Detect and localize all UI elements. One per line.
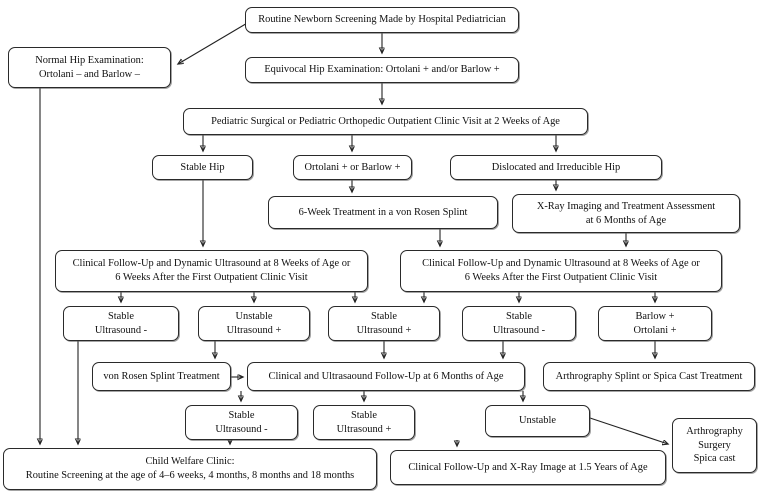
flow-node-label: Equivocal Hip Examination: Ortolani + an… xyxy=(264,64,500,76)
flow-node-n13[interactable]: Unstable Ultrasound + xyxy=(198,306,310,341)
flow-node-n20[interactable]: Stable Ultrasound - xyxy=(185,405,298,440)
flow-node-label: Clinical Follow-Up and Dynamic Ultrasoun… xyxy=(72,258,351,283)
flow-node-label: Stable Ultrasound - xyxy=(215,409,268,435)
flow-node-label: Barlow + Ortolani + xyxy=(633,310,677,336)
flow-node-label: Unstable xyxy=(519,415,556,427)
flow-node-n22[interactable]: Unstable xyxy=(485,405,590,437)
flow-node-label: X-Ray Imaging and Treatment Assessment a… xyxy=(536,200,716,226)
flow-node-label: Routine Newborn Screening Made by Hospit… xyxy=(258,14,506,26)
flow-node-n1[interactable]: Routine Newborn Screening Made by Hospit… xyxy=(245,7,519,33)
flow-node-n19[interactable]: Arthrography Splint or Spica Cast Treatm… xyxy=(543,362,755,391)
flow-node-label: Dislocated and Irreducible Hip xyxy=(491,161,621,173)
flow-node-n18[interactable]: Clinical and Ultrasaound Follow-Up at 6 … xyxy=(247,362,525,391)
flow-node-n23[interactable]: Arthrography Surgery Spica cast xyxy=(672,418,757,473)
flow-node-n17[interactable]: von Rosen Splint Treatment xyxy=(92,362,231,391)
flow-node-n12[interactable]: Stable Ultrasound - xyxy=(63,306,179,341)
flow-node-label: Stable Ultrasound - xyxy=(492,310,546,336)
flow-node-n24[interactable]: Child Welfare Clinic: Routine Screening … xyxy=(3,448,377,490)
flow-node-label: Stable Hip xyxy=(180,161,225,173)
flow-node-n5[interactable]: Stable Hip xyxy=(152,155,253,180)
flow-node-n3[interactable]: Equivocal Hip Examination: Ortolani + an… xyxy=(245,57,519,83)
edge-n22-n23 xyxy=(589,417,668,444)
flow-node-n10[interactable]: Clinical Follow-Up and Dynamic Ultrasoun… xyxy=(55,250,368,292)
flow-node-label: Clinical Follow-Up and X-Ray Image at 1.… xyxy=(408,461,648,473)
flow-node-label: Ortolani + or Barlow + xyxy=(304,161,401,173)
flow-node-label: Stable Ultrasound + xyxy=(356,310,412,336)
flow-node-n11[interactable]: Clinical Follow-Up and Dynamic Ultrasoun… xyxy=(400,250,722,292)
flow-node-n21[interactable]: Stable Ultrasound + xyxy=(313,405,415,440)
flow-node-label: 6-Week Treatment in a von Rosen Splint xyxy=(298,206,468,218)
flow-node-n8[interactable]: 6-Week Treatment in a von Rosen Splint xyxy=(268,196,498,229)
edge-n1-n2 xyxy=(178,21,250,64)
flow-node-label: Arthrography Splint or Spica Cast Treatm… xyxy=(555,370,743,382)
flow-node-label: Unstable Ultrasound + xyxy=(226,310,282,336)
flow-node-n4[interactable]: Pediatric Surgical or Pediatric Orthoped… xyxy=(183,108,588,135)
flow-node-label: Normal Hip Examination: Ortolani – and B… xyxy=(35,54,144,80)
flow-node-label: Pediatric Surgical or Pediatric Orthoped… xyxy=(211,115,560,127)
flow-node-n15[interactable]: Stable Ultrasound - xyxy=(462,306,576,341)
flow-node-label: von Rosen Splint Treatment xyxy=(103,370,220,382)
flow-node-label: Clinical Follow-Up and Dynamic Ultrasoun… xyxy=(422,258,700,283)
flow-node-n9[interactable]: X-Ray Imaging and Treatment Assessment a… xyxy=(512,194,740,233)
flow-node-n25[interactable]: Clinical Follow-Up and X-Ray Image at 1.… xyxy=(390,450,666,485)
flow-node-n7[interactable]: Dislocated and Irreducible Hip xyxy=(450,155,662,180)
flow-node-n14[interactable]: Stable Ultrasound + xyxy=(328,306,440,341)
flow-node-label: Stable Ultrasound - xyxy=(94,310,148,336)
flow-node-n6[interactable]: Ortolani + or Barlow + xyxy=(293,155,412,180)
flow-node-n16[interactable]: Barlow + Ortolani + xyxy=(598,306,712,341)
flow-node-label: Child Welfare Clinic: Routine Screening … xyxy=(25,456,355,481)
flow-node-label: Stable Ultrasound + xyxy=(336,409,392,435)
flow-node-n2[interactable]: Normal Hip Examination: Ortolani – and B… xyxy=(8,47,171,88)
flow-node-label: Clinical and Ultrasaound Follow-Up at 6 … xyxy=(268,370,504,382)
flow-node-label: Arthrography Surgery Spica cast xyxy=(686,425,743,465)
